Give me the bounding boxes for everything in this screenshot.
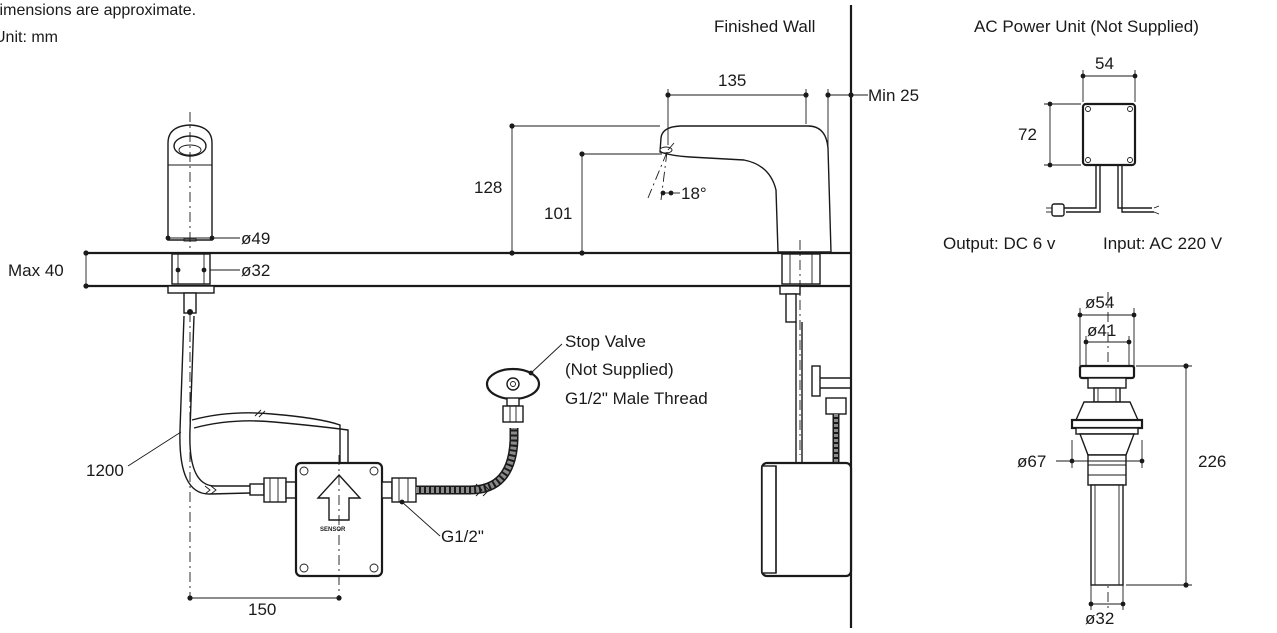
stop-valve-label-1: Stop Valve: [565, 332, 646, 351]
dim-101: 101: [544, 204, 572, 223]
dim-1200: 1200: [86, 461, 124, 480]
dim-dia67: ø67: [1017, 452, 1046, 471]
dim-dia32-bottom: ø32: [1085, 609, 1114, 628]
faucet-side-view: 135 Min 25 128 101 18°: [474, 71, 919, 578]
dim-72-height: 72: [1018, 125, 1037, 144]
dim-128: 128: [474, 178, 502, 197]
cable-and-hoses: 1200: [86, 315, 349, 495]
ac-power-unit: AC Power Unit (Not Supplied) 54 72 Outpu…: [943, 17, 1223, 253]
dim-dia32-top: ø32: [241, 261, 270, 280]
dim-150: 150: [248, 600, 276, 619]
control-box: SENSOR G1/2" 150: [187, 455, 484, 619]
dim-dia41: ø41: [1087, 321, 1116, 340]
ac-power-unit-title: AC Power Unit (Not Supplied): [974, 17, 1199, 36]
faucet-front-view: ø49 ø32: [165, 112, 270, 600]
stop-valve: Stop Valve (Not Supplied) G1/2" Male Thr…: [485, 332, 708, 423]
dim-angle18: 18°: [681, 184, 707, 203]
dim-max40: Max 40: [8, 261, 64, 280]
braided-hose: [416, 428, 519, 497]
drain-assembly: ø54 ø41 ø67 226: [1017, 292, 1226, 628]
note-approximate: Dimensions are approximate.: [0, 2, 196, 19]
dim-min25: Min 25: [868, 86, 919, 105]
dim-dia54: ø54: [1085, 293, 1114, 312]
control-box-mark: SENSOR: [320, 527, 346, 533]
countertop: Max 40: [8, 250, 851, 289]
dim-135: 135: [718, 71, 746, 90]
stop-valve-label-2: (Not Supplied): [565, 360, 674, 379]
label-g12: G1/2": [441, 527, 484, 546]
label-output: Output: DC 6 v: [943, 234, 1056, 253]
dim-dia49: ø49: [241, 229, 270, 248]
label-input: Input: AC 220 V: [1103, 234, 1223, 253]
dim-54-width: 54: [1095, 54, 1114, 73]
note-unit: Unit: mm: [0, 29, 58, 46]
stop-valve-label-3: G1/2" Male Thread: [565, 389, 708, 408]
dim-226: 226: [1198, 452, 1226, 471]
finished-wall-label: Finished Wall: [714, 17, 815, 36]
